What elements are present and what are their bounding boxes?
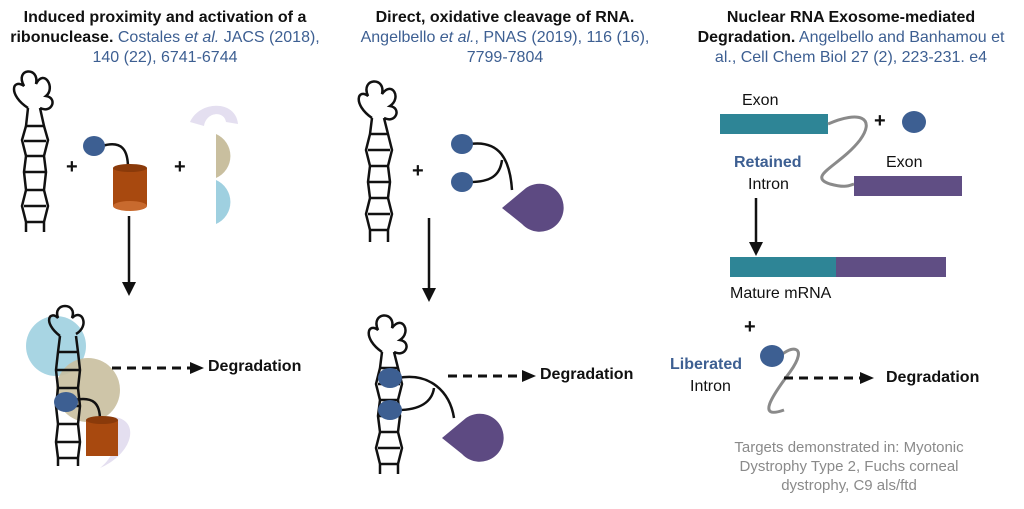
arrow-down-3 xyxy=(749,198,763,256)
pre-mrna xyxy=(720,114,962,196)
mature-mrna-label: Mature mRNA xyxy=(730,285,832,302)
retained-label: Retained xyxy=(734,154,802,171)
plus-sign: + xyxy=(412,160,424,182)
liberated-label: Liberated xyxy=(670,356,743,373)
panel1-title: Induced proximity and activation of a ri… xyxy=(0,8,330,68)
panel1-title-bold: Induced proximity and activation of a ri… xyxy=(10,9,307,46)
exon-label: Exon xyxy=(742,92,779,109)
small-molecule-rnase-conjugate xyxy=(83,136,147,211)
degradation-label: Degradation xyxy=(208,358,302,375)
plus-sign: + xyxy=(874,110,886,132)
panel3-title: Nuclear RNA Exosome-mediated Degradation… xyxy=(686,8,1016,68)
panel-ribonuclease: Induced proximity and activation of a ri… xyxy=(0,0,340,509)
exon-label: Exon xyxy=(886,154,923,171)
panel2-title-bold: Direct, oxidative cleavage of RNA. xyxy=(375,9,635,26)
rna-complex-2 xyxy=(367,314,504,474)
plus-sign: + xyxy=(66,156,78,178)
degradation-label: Degradation xyxy=(886,369,980,386)
degradation-label: Degradation xyxy=(540,366,634,383)
panel3-citation: Angelbello and Banhamou et al., Cell Che… xyxy=(714,29,1005,66)
dashed-arrow-3 xyxy=(784,372,874,384)
panel1-diagram xyxy=(12,70,238,468)
dashed-arrow-2 xyxy=(448,370,536,382)
rnase-l-dimer xyxy=(190,105,238,224)
arrow-down-2 xyxy=(422,218,436,302)
targets-note: Targets demonstrated in: Myotonic Dystro… xyxy=(734,439,964,494)
small-molecule xyxy=(902,111,926,133)
panel-oxidative-cleavage: Direct, oxidative cleavage of RNA. Angel… xyxy=(340,0,680,509)
panel2-title: Direct, oxidative cleavage of RNA. Angel… xyxy=(340,8,670,68)
panel1-citation: Costales et al. JACS (2018), 140 (22), 6… xyxy=(92,29,320,66)
liberated-intron xyxy=(760,345,800,414)
panel-exosome: Nuclear RNA Exosome-mediated Degradation… xyxy=(670,0,1024,509)
bleomycin-conjugate xyxy=(451,134,564,232)
panel3-diagram xyxy=(720,111,962,414)
intron-label: Intron xyxy=(748,176,789,193)
intron-label: Intron xyxy=(690,378,731,395)
rna-complex-1 xyxy=(26,304,131,468)
arrow-down-1 xyxy=(122,216,136,296)
plus-sign: + xyxy=(744,316,756,338)
panel2-citation: Angelbello et al., PNAS (2019), 116 (16)… xyxy=(360,29,650,66)
panel2-diagram xyxy=(357,80,564,474)
mature-mrna-bar xyxy=(730,257,946,277)
plus-sign: + xyxy=(174,156,186,178)
panel3-title-bold: Nuclear RNA Exosome-mediated Degradation… xyxy=(697,9,976,46)
rna-hairpin-2 xyxy=(357,80,398,242)
rna-hairpin-1 xyxy=(12,70,54,232)
dashed-arrow-1 xyxy=(112,362,204,374)
